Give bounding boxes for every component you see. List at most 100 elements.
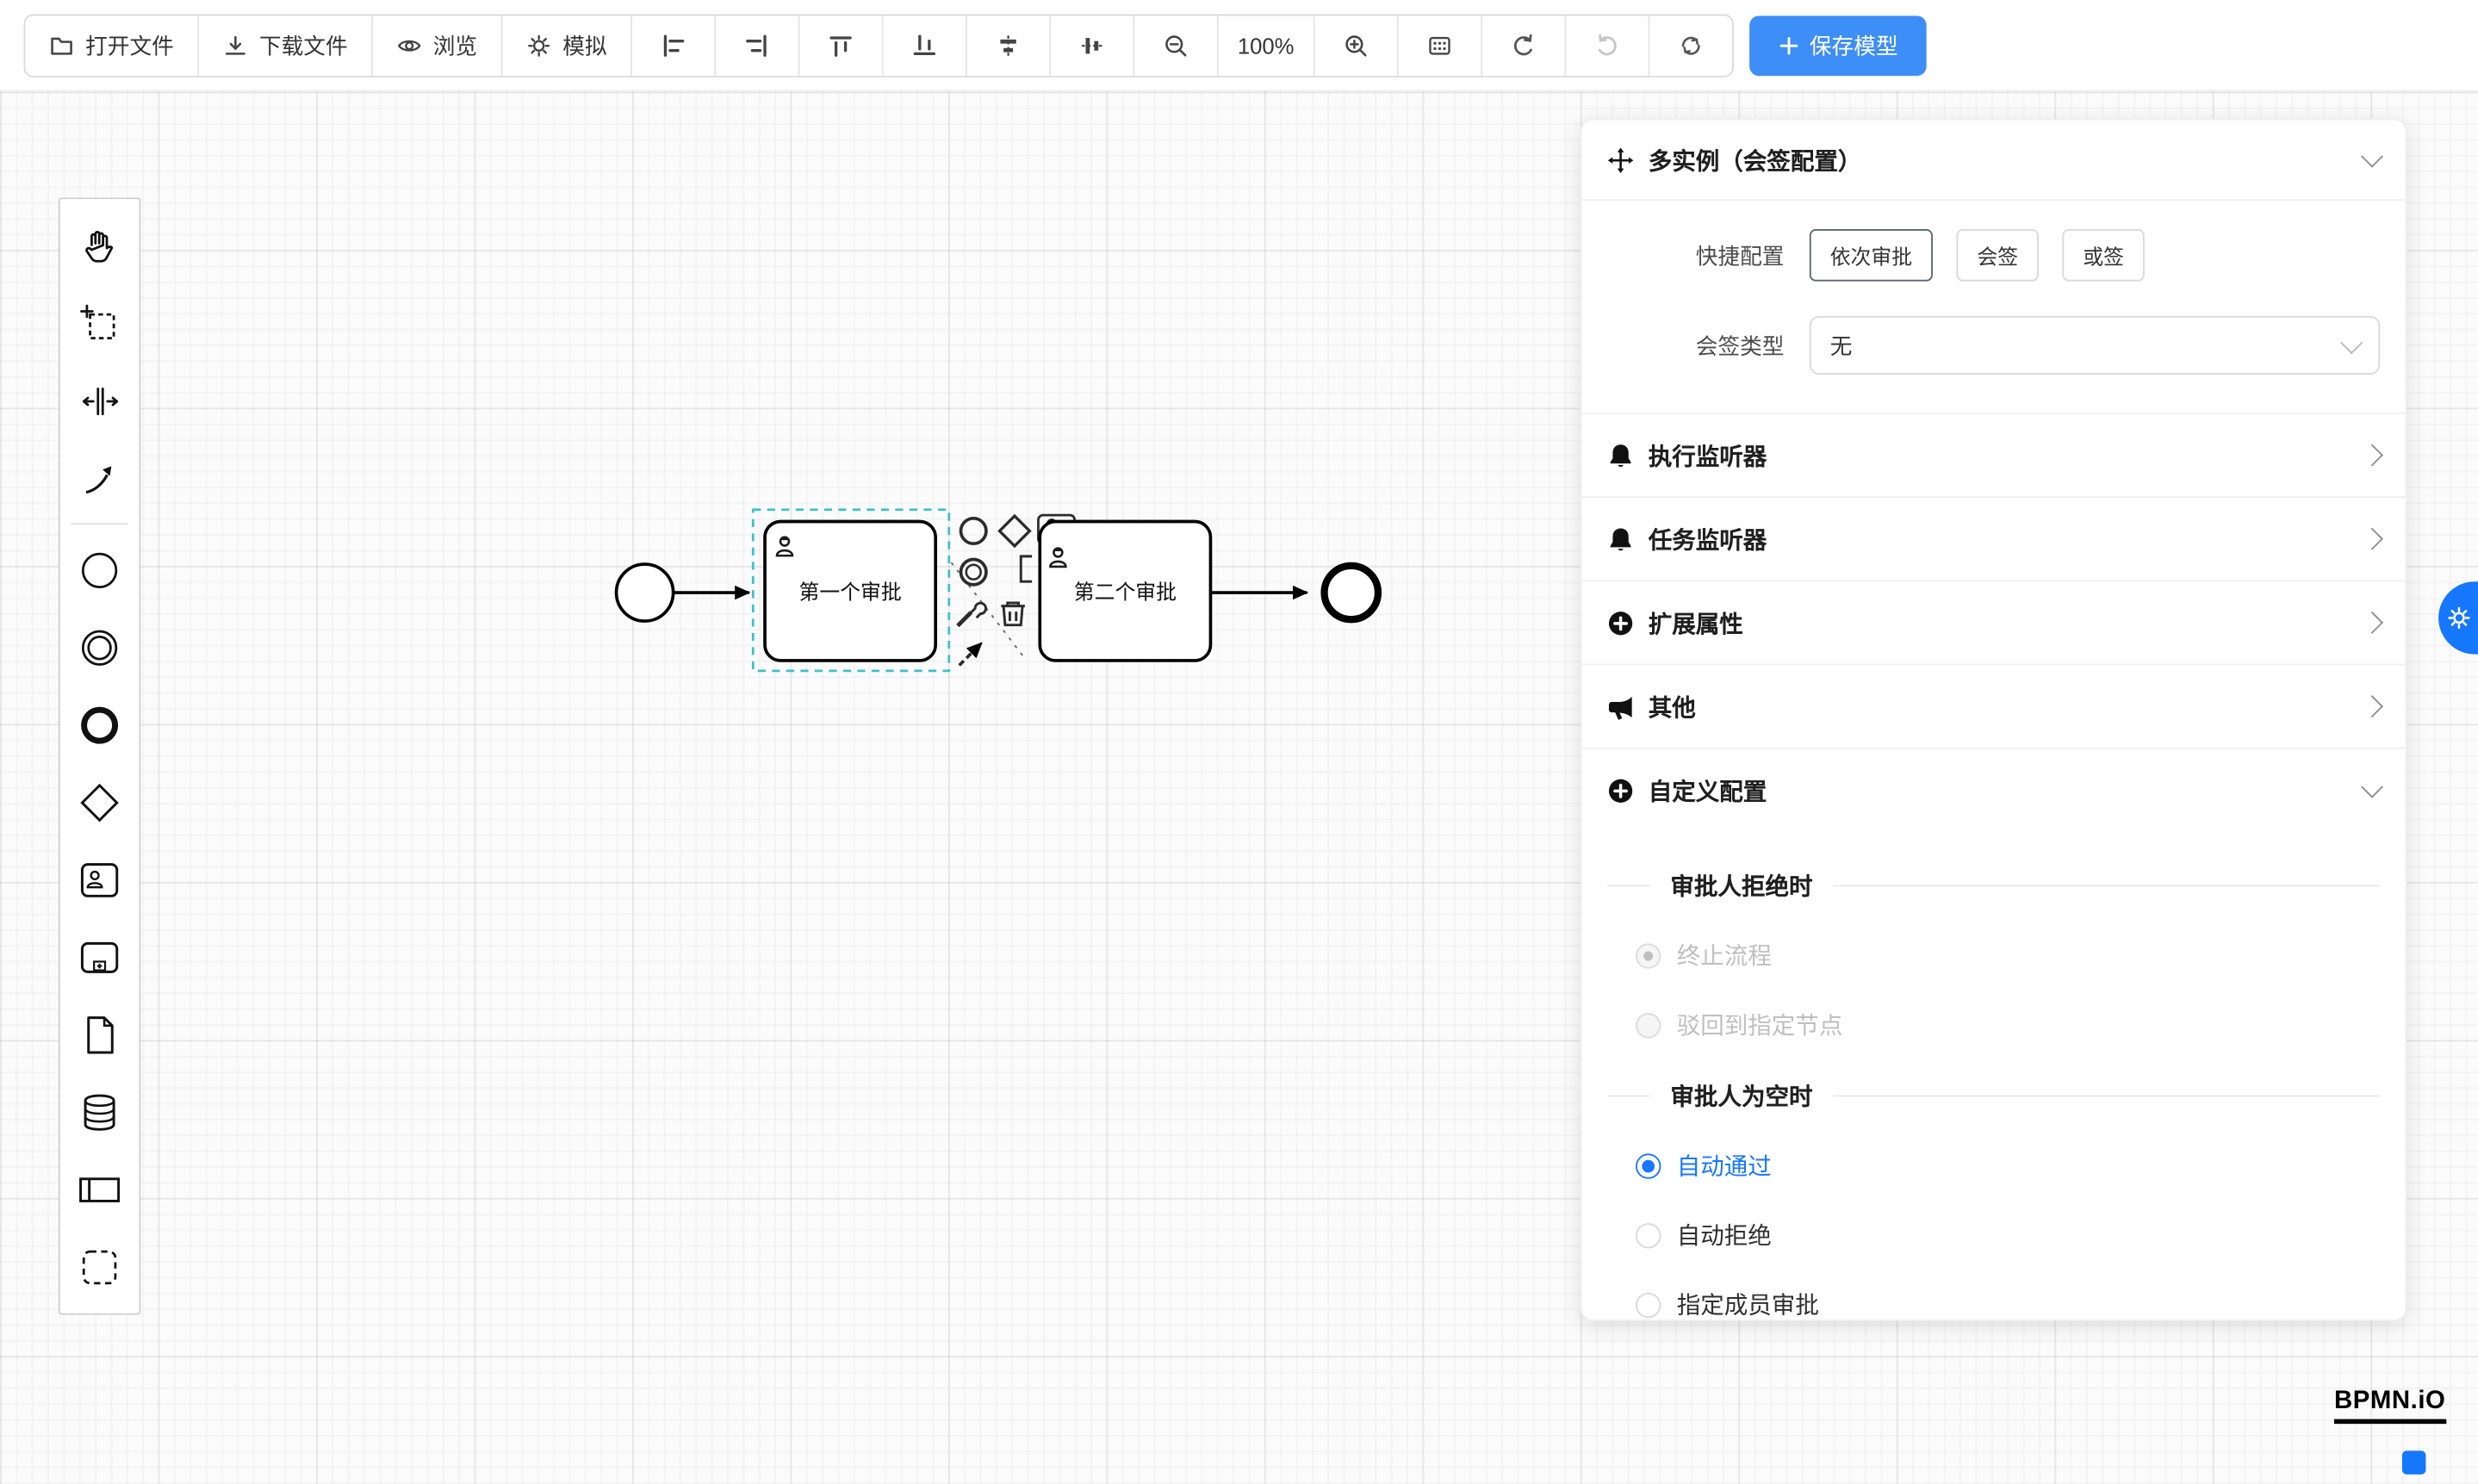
align-right-button[interactable]	[714, 15, 798, 76]
panel-header-multi-instance[interactable]: 多实例（会签配置）	[1581, 120, 2406, 202]
space-tool-icon	[82, 387, 119, 415]
task-second-approval[interactable]: 第二个审批	[1038, 519, 1213, 662]
chevron-down-icon	[2361, 775, 2384, 798]
align-middle-icon	[1081, 37, 1102, 53]
document-tool[interactable]	[65, 996, 134, 1073]
quick-option-sequential[interactable]: 依次审批	[1809, 229, 1933, 282]
open-file-button[interactable]: 打开文件	[25, 15, 198, 76]
participant-icon	[79, 1177, 121, 1201]
element-palette	[58, 197, 141, 1315]
wrench-icon[interactable]	[956, 601, 987, 628]
start-event-tool[interactable]	[65, 531, 134, 608]
section-execution-listener[interactable]: 执行监听器	[1581, 412, 2406, 496]
lasso-tool[interactable]	[65, 284, 134, 362]
radio-auto-reject[interactable]: 自动拒绝	[1636, 1219, 2380, 1252]
section-extension-properties[interactable]: 扩展属性	[1581, 580, 2406, 663]
align-bottom-button[interactable]	[881, 15, 966, 76]
corner-button[interactable]	[2401, 1450, 2426, 1475]
append-intermediate-event-icon[interactable]	[959, 557, 988, 587]
simulate-label: 模拟	[562, 32, 607, 58]
gear-icon	[528, 34, 550, 56]
zoom-level: 100%	[1216, 15, 1314, 76]
radio-button[interactable]	[1636, 1291, 1661, 1318]
undo-button[interactable]	[1481, 15, 1565, 76]
radio-button[interactable]	[1636, 1152, 1661, 1178]
save-model-button[interactable]: 保存模型	[1749, 15, 1927, 76]
data-store-icon	[84, 1093, 115, 1130]
end-event-icon	[81, 705, 119, 743]
align-middle-button[interactable]	[1049, 15, 1133, 76]
sign-type-select[interactable]: 无	[1809, 315, 2381, 375]
bell-icon	[1610, 444, 1631, 467]
grid-toggle-button[interactable]	[1396, 15, 1481, 76]
simulate-button[interactable]: 模拟	[500, 15, 631, 76]
user-task-tool[interactable]	[65, 841, 134, 918]
radio-button[interactable]	[1636, 1222, 1661, 1248]
palette-divider	[71, 523, 128, 525]
preview-button[interactable]: 浏览	[371, 15, 501, 76]
zoom-out-button[interactable]	[1133, 15, 1217, 76]
align-center-button[interactable]	[966, 15, 1050, 76]
align-top-button[interactable]	[798, 15, 882, 76]
group-tool[interactable]	[65, 1228, 134, 1306]
undo-icon	[1513, 33, 1532, 55]
quick-option-countersign[interactable]: 会签	[1956, 229, 2039, 282]
append-gateway-icon[interactable]	[997, 513, 1032, 549]
plus-circle-icon	[1608, 778, 1633, 803]
align-left-button[interactable]	[630, 15, 715, 76]
append-text-annotation-icon[interactable]	[1019, 555, 1033, 583]
plus-circle-icon	[1608, 611, 1633, 635]
radio-button	[1636, 1012, 1661, 1038]
intermediate-event-icon	[81, 629, 118, 665]
lasso-tool-icon	[80, 303, 115, 339]
quick-option-orsign[interactable]: 或签	[2062, 229, 2145, 282]
chevron-right-icon	[2361, 611, 2384, 634]
section-task-listener[interactable]: 任务监听器	[1581, 496, 2406, 580]
panel-title: 多实例（会签配置）	[1648, 147, 1862, 175]
zoom-out-icon	[1165, 34, 1187, 56]
sync-button[interactable]	[1648, 15, 1732, 76]
gateway-tool[interactable]	[65, 763, 134, 841]
open-file-label: 打开文件	[85, 32, 174, 58]
save-model-label: 保存模型	[1809, 32, 1898, 58]
radio-assign-member[interactable]: 指定成员审批	[1636, 1288, 2380, 1319]
chevron-right-icon	[2361, 444, 2384, 467]
trash-icon[interactable]	[1001, 601, 1025, 627]
megaphone-icon	[1608, 696, 1632, 719]
global-connect-tool[interactable]	[65, 439, 134, 517]
align-top-icon	[829, 35, 852, 56]
redo-button[interactable]	[1564, 15, 1649, 76]
hand-tool-icon	[85, 230, 114, 262]
task-label: 第二个审批	[1074, 581, 1177, 604]
hand-tool[interactable]	[65, 207, 134, 284]
task-first-approval[interactable]: 第一个审批	[763, 519, 938, 662]
download-file-button[interactable]: 下载文件	[197, 15, 372, 76]
data-store-tool[interactable]	[65, 1073, 134, 1151]
preview-label: 浏览	[432, 32, 478, 58]
intermediate-event-tool[interactable]	[65, 608, 134, 686]
subprocess-tool[interactable]	[65, 918, 134, 996]
sync-icon	[1681, 35, 1700, 54]
bpmn-io-logo[interactable]: BPMN.iO	[2333, 1388, 2446, 1425]
participant-tool[interactable]	[65, 1151, 134, 1228]
grid-icon	[1429, 35, 1450, 54]
align-left-icon	[663, 34, 685, 56]
section-other[interactable]: 其他	[1581, 663, 2406, 748]
end-event-tool[interactable]	[65, 686, 134, 763]
radio-auto-pass[interactable]: 自动通过	[1636, 1149, 2380, 1183]
divider-approver-empty: 审批人为空时	[1606, 1079, 2381, 1113]
align-right-icon	[746, 34, 767, 56]
chevron-right-icon	[2361, 695, 2384, 718]
zoom-in-button[interactable]	[1313, 15, 1397, 76]
connect-arrow-icon[interactable]	[958, 642, 983, 667]
section-custom-config[interactable]: 自定义配置	[1581, 747, 2406, 831]
space-tool[interactable]	[65, 362, 134, 439]
end-event[interactable]	[1320, 562, 1382, 624]
user-task-icon	[80, 862, 119, 897]
sign-type-value: 无	[1829, 332, 1853, 358]
radio-return-to-node: 驳回到指定节点	[1636, 1009, 2380, 1042]
start-event[interactable]	[614, 562, 675, 623]
append-end-event-icon[interactable]	[959, 516, 988, 546]
global-connect-icon	[85, 465, 112, 494]
